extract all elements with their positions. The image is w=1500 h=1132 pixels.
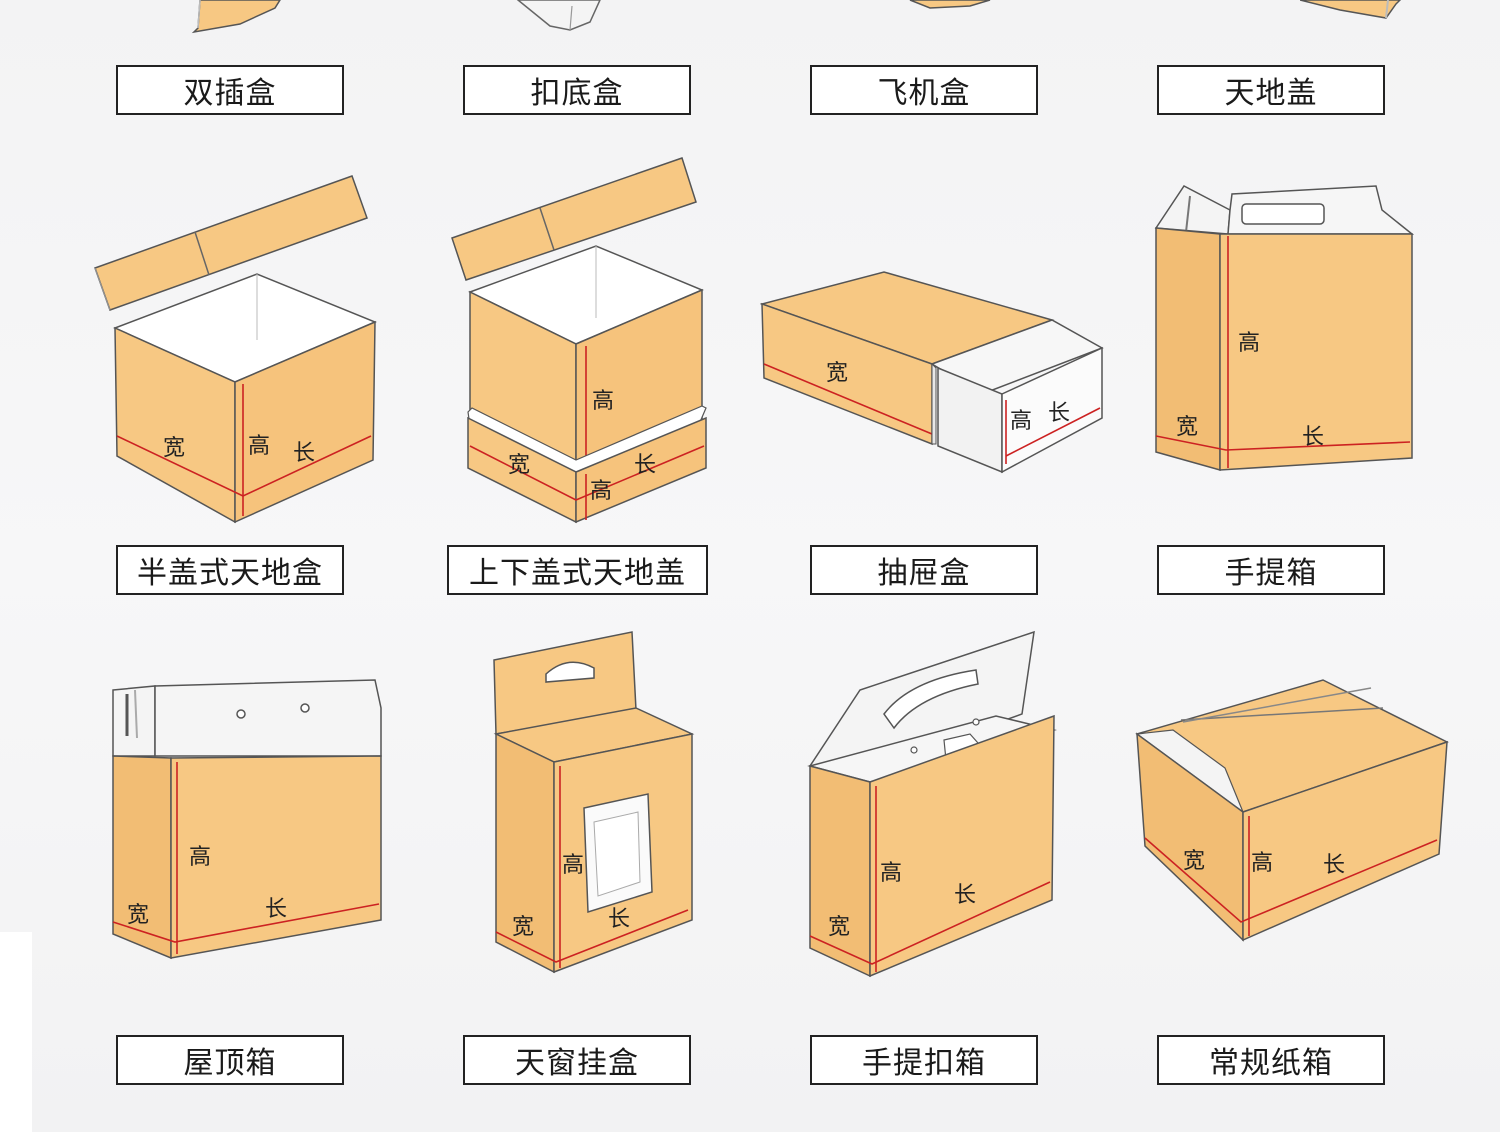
- box-art-double-tuck: [191, 0, 281, 34]
- box-art-regular-carton: 宽 高 长: [1135, 678, 1449, 942]
- box-art-handle-lock-box: 宽 高 长: [807, 630, 1057, 978]
- dim-height-drawer: 高: [1010, 409, 1032, 434]
- label-lock-bottom-box: 扣底盒: [463, 65, 691, 115]
- box-art-drawer: 宽 高 长: [760, 271, 1104, 474]
- label-handle-box: 手提箱: [1157, 545, 1385, 595]
- dim-height-bottom: 高: [590, 479, 612, 504]
- dim-length-drawer: 长: [1048, 401, 1070, 426]
- dim-length-lock: 长: [954, 883, 976, 908]
- dim-height-lock: 高: [880, 861, 902, 886]
- label-half-lid-box: 半盖式天地盒: [116, 545, 344, 595]
- box-art-half-lid: 宽 高 长: [94, 175, 377, 524]
- label-lid-base-box: 天地盖: [1157, 65, 1385, 115]
- dim-length-handle: 长: [1302, 425, 1324, 450]
- label-double-tuck-box: 双插盒: [116, 65, 344, 115]
- dim-width-bottom: 宽: [508, 453, 530, 478]
- box-art-lock-bottom: [516, 0, 601, 31]
- dim-length-carton: 长: [1323, 853, 1345, 878]
- dim-width-handle: 宽: [1176, 415, 1198, 440]
- box-art-roof-box: 宽 高 长: [112, 679, 382, 960]
- label-top-bottom-lid-box: 上下盖式天地盖: [447, 545, 708, 595]
- label-drawer-box: 抽屉盒: [810, 545, 1038, 595]
- dim-length-roof: 长: [265, 897, 287, 922]
- label-handle-lock-box: 手提扣箱: [810, 1035, 1038, 1085]
- box-art-lid-base: [1300, 0, 1402, 19]
- dim-length-window: 长: [608, 907, 630, 932]
- box-art-top-bottom-lid: 高 宽 高 长: [451, 157, 707, 524]
- dim-length-bottom: 长: [634, 453, 656, 478]
- dim-height-handle: 高: [1238, 331, 1260, 356]
- label-regular-carton: 常规纸箱: [1157, 1035, 1385, 1085]
- label-roof-box: 屋顶箱: [116, 1035, 344, 1085]
- dim-height-top: 高: [592, 389, 614, 414]
- dim-width-carton: 宽: [1183, 849, 1205, 874]
- white-corner-block: [0, 932, 32, 1132]
- box-art-mailer: [909, 0, 991, 9]
- dim-height-roof: 高: [189, 845, 211, 870]
- dim-width-drawer: 宽: [826, 361, 848, 386]
- dim-width-roof: 宽: [127, 903, 149, 928]
- dim-height-carton: 高: [1251, 851, 1273, 876]
- box-art-handle-box: 宽 高 长: [1154, 185, 1415, 471]
- label-window-hanger-box: 天窗挂盒: [463, 1035, 691, 1085]
- dim-length: 长: [293, 441, 315, 466]
- dim-width-lock: 宽: [828, 915, 850, 940]
- box-art-window-hanger: 宽 高 长: [493, 631, 695, 974]
- label-mailer-box: 飞机盒: [810, 65, 1038, 115]
- dim-height-window: 高: [562, 853, 584, 878]
- dim-height: 高: [248, 434, 270, 459]
- dim-width: 宽: [163, 436, 185, 461]
- dim-width-window: 宽: [512, 915, 534, 940]
